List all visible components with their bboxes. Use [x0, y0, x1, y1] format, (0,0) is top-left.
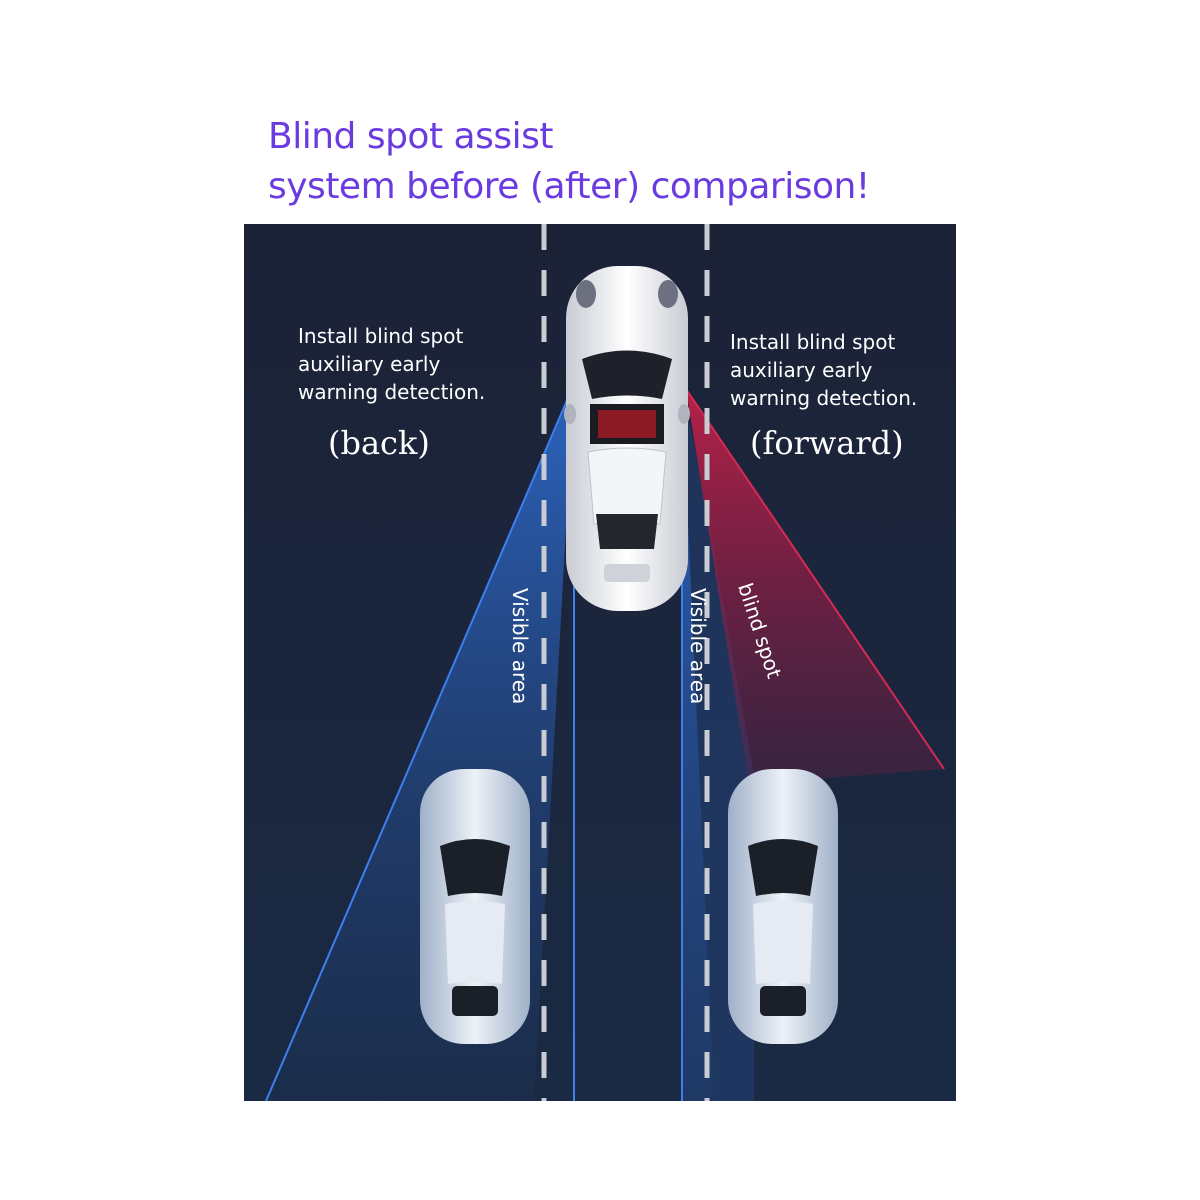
road-scene: Install blind spot auxiliary early warni… [244, 224, 956, 1101]
trailing-car-left [420, 769, 530, 1044]
right-caption-line-3: warning detection. [730, 386, 918, 410]
right-caption: Install blind spot auxiliary early warni… [730, 328, 917, 412]
left-caption-line-1: Install blind spot [298, 324, 464, 348]
headline-line-1: Blind spot assist [268, 116, 553, 157]
left-caption-line-2: auxiliary early [298, 352, 441, 376]
left-caption-line-3: warning detection. [298, 380, 486, 404]
road-illustration [244, 224, 956, 1101]
left-direction-label: (back) [328, 424, 430, 462]
headline-line-2: system before (after) comparison! [268, 166, 870, 207]
blind-spot-zone [686, 389, 944, 784]
left-caption: Install blind spot auxiliary early warni… [298, 322, 485, 406]
right-direction-label: (forward) [750, 424, 904, 462]
blind-spot-edge [685, 388, 945, 770]
headline: Blind spot assist system before (after) … [268, 112, 870, 212]
right-caption-line-1: Install blind spot [730, 330, 896, 354]
visible-area-left-label: Visible area [508, 588, 532, 705]
left-visible-edge [265, 383, 575, 1101]
main-car [564, 266, 690, 611]
visible-area-right-label: Visible area [686, 588, 710, 705]
right-caption-line-2: auxiliary early [730, 358, 873, 382]
trailing-car-right [728, 769, 838, 1044]
